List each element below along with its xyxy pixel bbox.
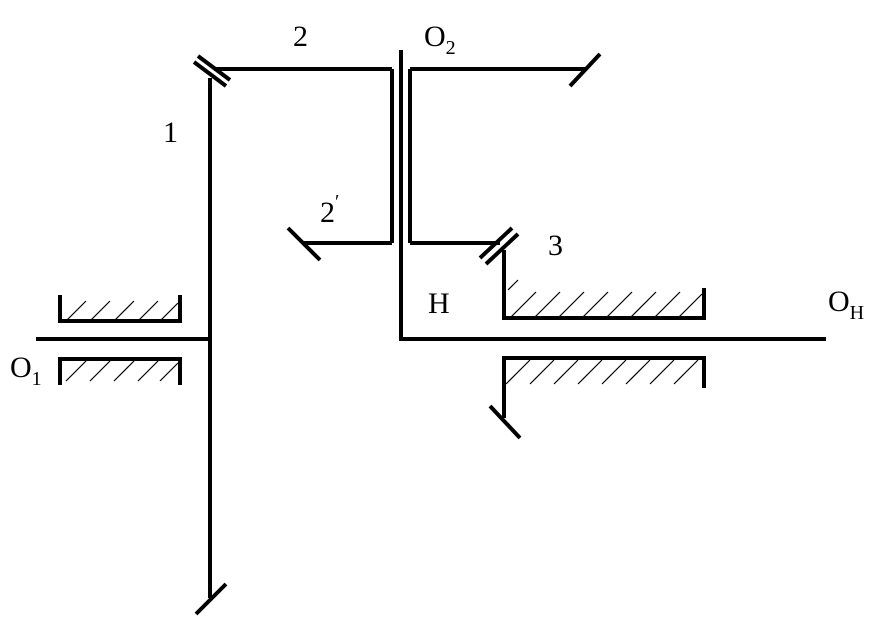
label-axis-oh-sub: H xyxy=(850,302,864,324)
bearing-o1-lower xyxy=(58,357,182,385)
label-axis-o2: O2 xyxy=(424,20,456,59)
label-gear-2p-prime-mark: ′ xyxy=(335,191,339,213)
o2-gear-arm xyxy=(410,52,602,88)
gear-2-prime xyxy=(286,226,392,262)
gear-3-tooth-b xyxy=(484,232,520,266)
gear-1 xyxy=(192,54,232,616)
label-axis-o2-letter: O xyxy=(424,20,446,53)
label-gear-2: 2 xyxy=(293,20,308,53)
gear-3 xyxy=(410,226,520,266)
ring-lower-tooth xyxy=(488,404,522,440)
label-gear-3: 3 xyxy=(548,229,563,262)
label-gear-2-prime: 2′ xyxy=(320,191,339,229)
bearing-o1-upper xyxy=(58,295,182,323)
gear-2p-tooth xyxy=(286,226,322,262)
bearing-o1 xyxy=(58,295,182,385)
label-axis-o1-sub: 1 xyxy=(32,368,42,390)
label-gear-2p-number: 2 xyxy=(320,196,335,229)
fixed-ring-upper xyxy=(502,250,706,320)
gear-3-tooth-a xyxy=(478,226,514,260)
bearing-o1-lower-hatch xyxy=(65,360,179,382)
gear-1-bottom-tooth xyxy=(194,582,228,616)
fixed-ring-lower xyxy=(488,356,706,440)
label-axis-oh: OH xyxy=(828,285,864,324)
ring-upper-hatch xyxy=(507,279,703,319)
ring-lower-outline xyxy=(502,356,706,418)
gear-1-top-tooth-a xyxy=(192,60,228,88)
label-axis-oh-letter: O xyxy=(828,285,850,318)
label-carrier-h: H xyxy=(428,287,450,320)
label-axis-o2-sub: 2 xyxy=(446,37,456,59)
planet-shaft-o2 xyxy=(390,50,412,339)
o2-arm-tooth xyxy=(568,52,602,88)
ring-lower-hatch xyxy=(505,359,699,385)
bearing-o1-upper-hatch xyxy=(65,300,179,322)
label-gear-1: 1 xyxy=(163,116,178,149)
label-axis-o1: O1 xyxy=(10,351,42,390)
label-axis-o1-letter: O xyxy=(10,351,32,384)
ring-upper-outline xyxy=(502,250,706,320)
